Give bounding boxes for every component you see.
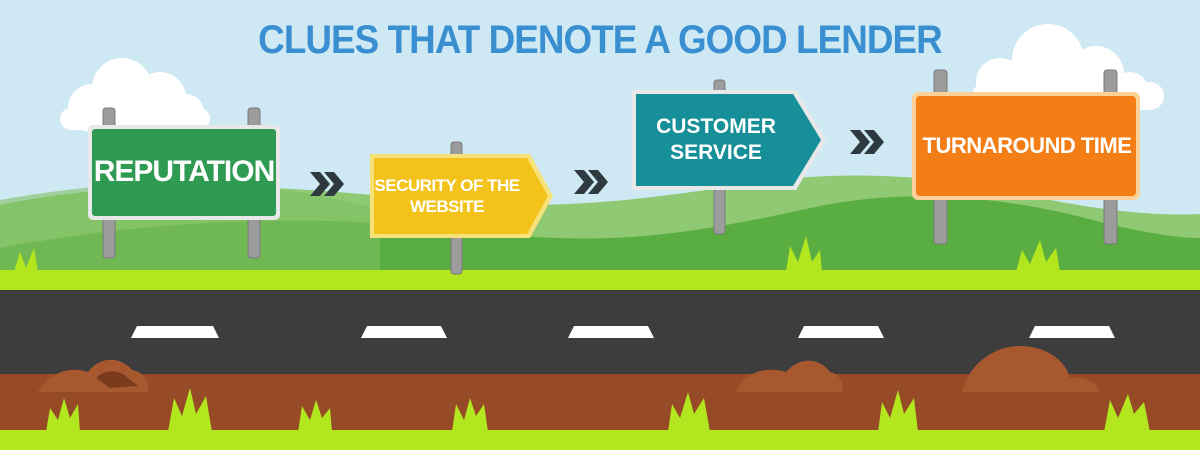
upper-grass-strip bbox=[0, 270, 1200, 290]
bottom-grass-strip bbox=[0, 430, 1200, 450]
grass-tufts bbox=[14, 236, 1150, 432]
dirt-rock bbox=[96, 371, 138, 388]
sign-turnaround-board bbox=[912, 92, 1140, 200]
road-lane-markings bbox=[131, 326, 1115, 338]
sign-customer-service-label: CUSTOMER SERVICE bbox=[656, 114, 776, 164]
double-chevron-right-icon bbox=[574, 170, 608, 194]
page-title: CLUES THAT DENOTE A GOOD LENDER bbox=[258, 18, 943, 62]
sign-security-label: SECURITY OF THE WEBSITE bbox=[374, 175, 520, 216]
sign-turnaround-label: TURNAROUND TIME bbox=[922, 133, 1132, 159]
double-chevron-right-icon bbox=[310, 172, 344, 196]
sign-reputation-label: REPUTATION bbox=[93, 155, 276, 189]
double-chevron-right-icon bbox=[850, 130, 884, 154]
sign-reputation-board bbox=[88, 125, 280, 220]
sign-security-board bbox=[370, 154, 553, 238]
sign-customer-service-board bbox=[632, 90, 826, 190]
